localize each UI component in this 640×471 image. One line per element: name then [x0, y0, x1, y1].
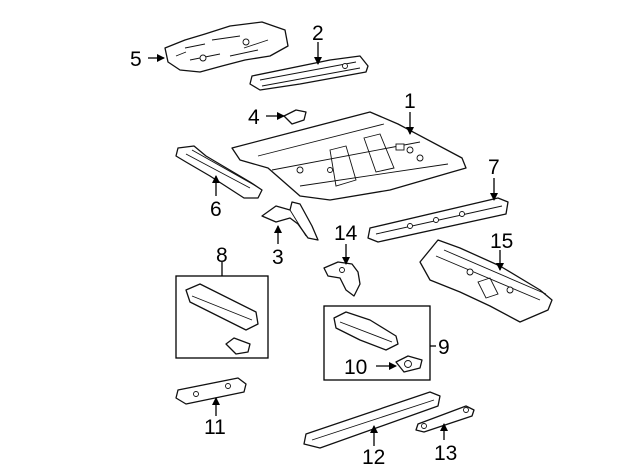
part-10-nut-plate — [395, 355, 423, 373]
callout-4: 4 — [248, 106, 260, 129]
part-8-reinforcement — [185, 283, 259, 355]
callout-13: 13 — [434, 442, 457, 465]
callout-11: 11 — [204, 416, 226, 439]
part-14-bracket — [323, 261, 361, 297]
part-6-side-member — [175, 145, 263, 199]
part-2-cross-member — [249, 55, 369, 91]
part-7-side-sill — [367, 197, 509, 243]
part-12-reinforcement — [303, 391, 441, 449]
part-1-floor-pan — [231, 111, 467, 201]
part-9-group-box — [323, 305, 431, 381]
callout-9: 9 — [438, 336, 450, 359]
callout-14: 14 — [334, 222, 358, 245]
callout-1: 1 — [404, 90, 416, 113]
callout-15: 15 — [490, 230, 513, 253]
callout-8: 8 — [216, 244, 228, 267]
callout-3: 3 — [272, 246, 284, 269]
callout-12: 12 — [362, 446, 385, 469]
part-3-tunnel-bracket — [261, 201, 319, 241]
part-4-bracket — [283, 109, 307, 125]
part-9-bracket — [333, 311, 399, 351]
part-15-rear-side-member — [419, 239, 553, 323]
part-5-heat-insulator — [164, 21, 289, 73]
callout-6: 6 — [210, 198, 222, 221]
part-13-brace — [415, 405, 475, 433]
callout-2: 2 — [312, 22, 324, 45]
callout-7: 7 — [488, 156, 500, 179]
part-11-bracket — [175, 377, 247, 405]
callout-5: 5 — [130, 48, 142, 71]
callout-10: 10 — [344, 356, 367, 379]
